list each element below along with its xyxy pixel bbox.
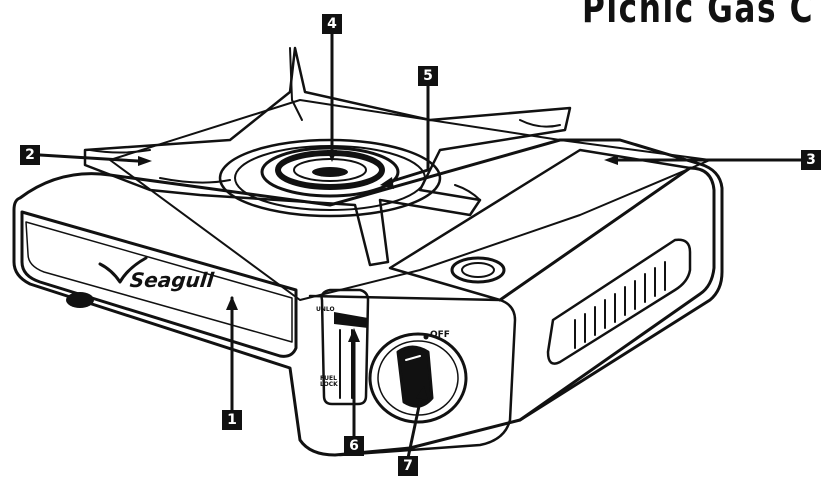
page-title: Picnic Gas C xyxy=(582,0,815,32)
cartridge-cover xyxy=(388,148,692,302)
callout-3-badge: 3 xyxy=(801,150,821,170)
vent-icon xyxy=(574,261,666,349)
stove-foot xyxy=(66,292,94,308)
seagull-logo-icon xyxy=(98,256,148,284)
side-vent-frame xyxy=(546,238,692,365)
brand-label: Seagull xyxy=(128,268,215,292)
front-label-panel-inner xyxy=(25,221,293,343)
fuel-lock-lever xyxy=(334,312,368,328)
callout-5-badge: 5 xyxy=(418,66,438,86)
pot-support-grate xyxy=(83,46,572,267)
lever-label-top: UNLO xyxy=(316,306,335,313)
front-right-panel xyxy=(308,294,517,457)
cover-button xyxy=(450,256,506,284)
lever-label-bottom: FUEL LOCK xyxy=(320,375,338,388)
callout-7-badge: 7 xyxy=(398,456,418,476)
callout-lines xyxy=(38,32,804,460)
callout-6-badge: 6 xyxy=(344,436,364,456)
fuel-lock-lever-slot xyxy=(320,288,370,406)
callout-4-badge: 4 xyxy=(322,14,342,34)
side-panel xyxy=(498,166,716,422)
front-label-panel xyxy=(20,210,298,358)
callout-1-badge: 1 xyxy=(222,410,242,430)
stove-body-outline xyxy=(12,138,724,457)
knob-off-label: OFF xyxy=(430,330,450,340)
callout-2-badge: 2 xyxy=(20,145,40,165)
